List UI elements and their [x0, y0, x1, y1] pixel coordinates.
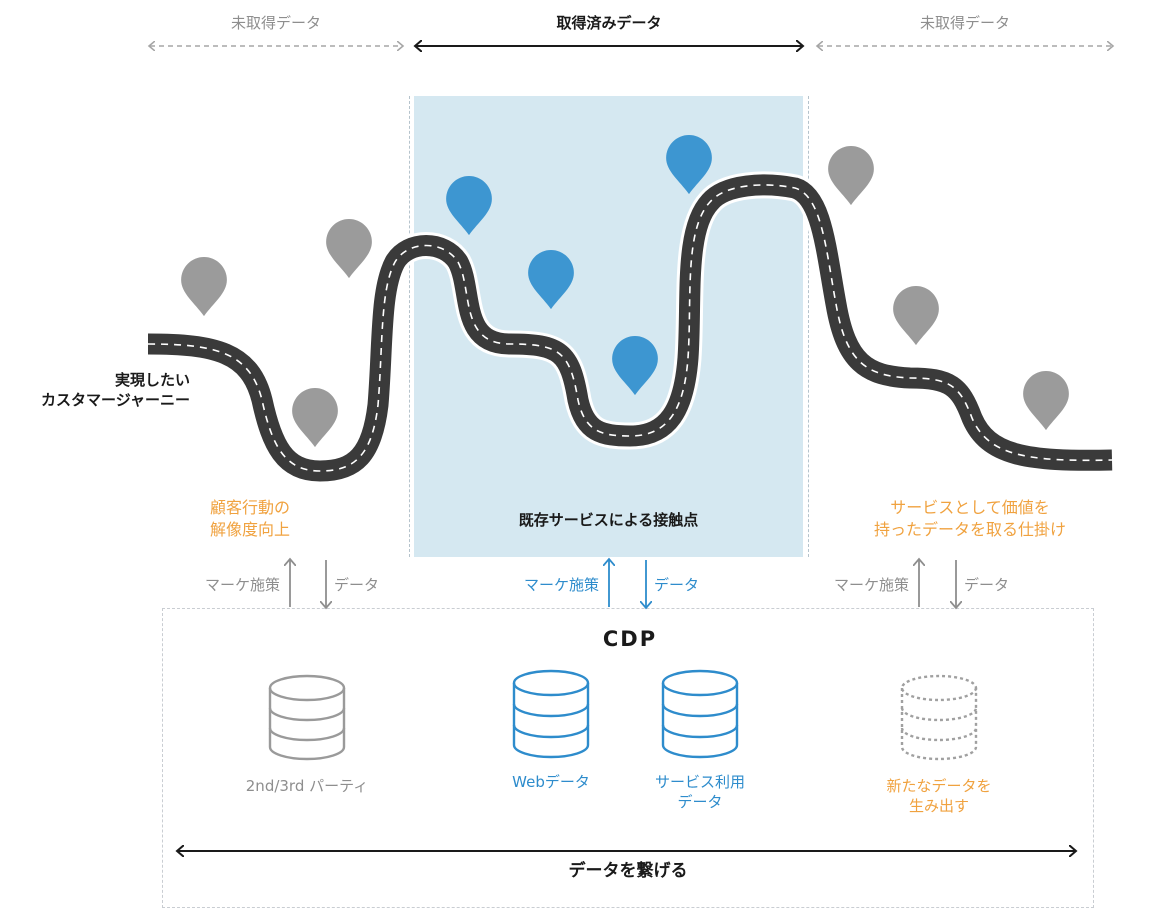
touchpoint-pin-gray [1023, 371, 1069, 431]
left-note-line1: 顧客行動の [209, 498, 290, 517]
database-label-line2: 生み出す [908, 797, 969, 816]
uncaptured-data-right-label: 未取得データ [919, 14, 1010, 32]
database-label-line1: サービス利用 [654, 773, 745, 791]
flow-up-label: マーケ施策 [523, 576, 599, 594]
touchpoint-pin-gray [326, 219, 372, 279]
left-note: 顧客行動の 解像度向上 [170, 497, 330, 540]
touchpoint-pin-gray [893, 286, 939, 346]
uncaptured-data-left-label: 未取得データ [230, 14, 321, 32]
database-label-line2: データ [677, 793, 723, 812]
touchpoint-pin-blue [666, 135, 712, 195]
database-icon [900, 674, 978, 761]
database-label: 2nd/3rd パーティ [245, 777, 369, 795]
captured-data-label: 取得済みデータ [556, 14, 662, 32]
cdp-container [162, 608, 1094, 908]
touchpoint-pin-blue [528, 250, 574, 310]
zone-border-left [409, 96, 410, 557]
touchpoint-pin-gray [292, 388, 338, 448]
flow-up-label: マーケ施策 [833, 576, 909, 594]
database-icon [268, 674, 346, 761]
flow-down-label: データ [964, 576, 1010, 594]
database-label-line1: 新たなデータを [886, 777, 992, 795]
database-label: 新たなデータを 生み出す [864, 776, 1014, 817]
touchpoint-pin-gray [181, 257, 227, 317]
right-note-line2: 持ったデータを取る仕掛け [873, 519, 1066, 539]
database-label: Webデータ [512, 773, 590, 791]
left-note-line2: 解像度向上 [209, 519, 290, 539]
cdp-title: CDP [602, 627, 658, 651]
flow-down-label: データ [334, 576, 380, 594]
right-note: サービスとして価値を 持ったデータを取る仕掛け [840, 497, 1100, 540]
touchpoint-pin-blue [446, 176, 492, 236]
customer-journey-road [147, 171, 1113, 485]
connect-data-label: データを繋げる [568, 861, 688, 881]
flow-up-label: マーケ施策 [204, 576, 280, 594]
flow-down-label: データ [654, 576, 700, 594]
zone-border-right [808, 96, 809, 557]
touchpoint-pin-gray [828, 146, 874, 206]
database-icon [661, 669, 739, 759]
right-note-line1: サービスとして価値を [890, 498, 1050, 517]
database-label: サービス利用 データ [630, 772, 770, 813]
touchpoint-label: 既存サービスによる接触点 [518, 511, 699, 529]
database-icon [512, 669, 590, 759]
journey-label: 実現したい カスタマージャーニー [20, 370, 190, 411]
journey-label-line1: 実現したい [114, 371, 190, 389]
journey-label-line2: カスタマージャーニー [41, 391, 190, 410]
touchpoint-pin-blue [612, 336, 658, 396]
